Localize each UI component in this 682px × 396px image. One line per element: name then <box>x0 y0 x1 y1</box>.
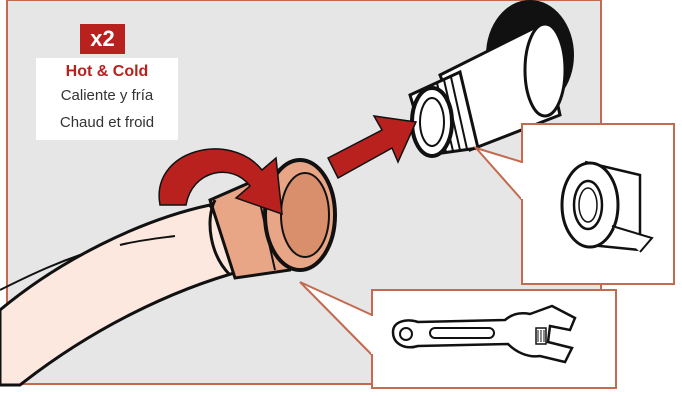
wall-fitting <box>408 0 574 158</box>
straight-arrow-icon <box>326 115 418 180</box>
label-box: Hot & Cold Caliente y fría Chaud et froi… <box>36 58 178 140</box>
label-french: Chaud et froid <box>59 114 155 131</box>
label-spanish: Caliente y fría <box>60 87 154 104</box>
tape-roll-icon <box>560 160 654 253</box>
wrench-icon <box>391 304 577 364</box>
quantity-badge: x2 <box>80 24 125 54</box>
curved-arrow-icon <box>158 148 283 216</box>
coupling-nut <box>208 158 337 280</box>
label-english: Hot & Cold <box>65 63 149 80</box>
